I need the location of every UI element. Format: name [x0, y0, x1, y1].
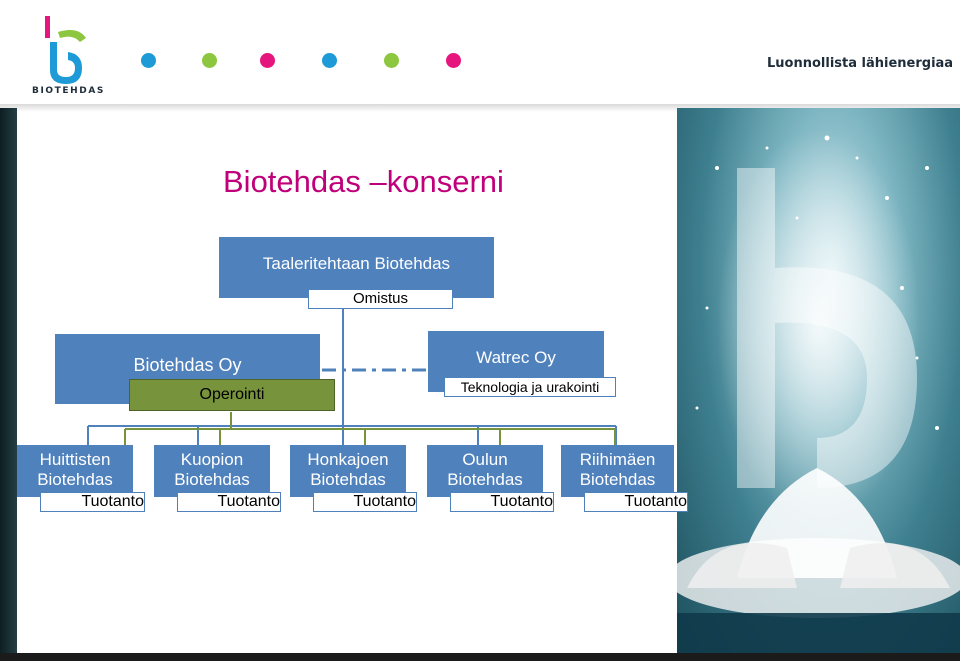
tagline: Luonnollista lähienergiaa: [767, 56, 954, 71]
biotehdas-logo-icon: [45, 16, 86, 84]
plant-box-oulu: Oulun Biotehdas: [427, 445, 543, 497]
plant-role-honkajoki: Tuotanto: [313, 492, 417, 512]
dot-3: [260, 53, 275, 68]
lotus-sparkle-photo: [677, 108, 960, 653]
plant-name-line1: Riihimäen: [579, 450, 656, 469]
dot-5: [384, 53, 399, 68]
technology-role-label: Teknologia ja urakointi: [444, 377, 616, 397]
operator-role-label: Operointi: [129, 379, 335, 411]
technology-name: Watrec Oy: [476, 348, 556, 367]
plant-name-line2: Biotehdas: [37, 470, 113, 489]
plant-name-line2: Biotehdas: [310, 470, 386, 489]
plant-role-oulu: Tuotanto: [450, 492, 554, 512]
plant-name-line1: Honkajoen: [307, 450, 389, 469]
plant-name-line2: Biotehdas: [174, 470, 250, 489]
slide-title: Biotehdas –konserni: [223, 164, 504, 199]
owner-name: Taaleritehtaan Biotehdas: [262, 254, 451, 273]
dot-4: [322, 53, 337, 68]
plant-name-line1: Kuopion: [180, 450, 244, 469]
operator-name: Biotehdas Oy: [133, 355, 242, 375]
plant-role-huittinen: Tuotanto: [40, 492, 145, 512]
header-bar: BIOTEHDAS Luonnollista lähienergiaa: [0, 0, 960, 108]
plant-name-line1: Huittisten: [39, 450, 111, 469]
plant-role-riihimaki: Tuotanto: [584, 492, 688, 512]
plant-name-line2: Biotehdas: [447, 470, 523, 489]
plant-box-riihimaki: Riihimäen Biotehdas: [561, 445, 674, 497]
dot-2: [202, 53, 217, 68]
left-decorative-strip: [0, 108, 17, 653]
plant-box-kuopio: Kuopion Biotehdas: [154, 445, 270, 497]
plant-box-honkajoki: Honkajoen Biotehdas: [290, 445, 406, 497]
dot-1: [141, 53, 156, 68]
plant-box-huittinen: Huittisten Biotehdas: [17, 445, 133, 497]
owner-box: Taaleritehtaan Biotehdas: [219, 237, 494, 298]
bottom-strip: [0, 653, 960, 661]
plant-role-kuopio: Tuotanto: [177, 492, 281, 512]
owner-role-label: Omistus: [308, 289, 453, 309]
logo-text: BIOTEHDAS: [32, 86, 105, 96]
dot-6: [446, 53, 461, 68]
plant-name-line1: Oulun: [462, 450, 508, 469]
plant-name-line2: Biotehdas: [579, 470, 656, 489]
header-shadow: [0, 104, 960, 112]
